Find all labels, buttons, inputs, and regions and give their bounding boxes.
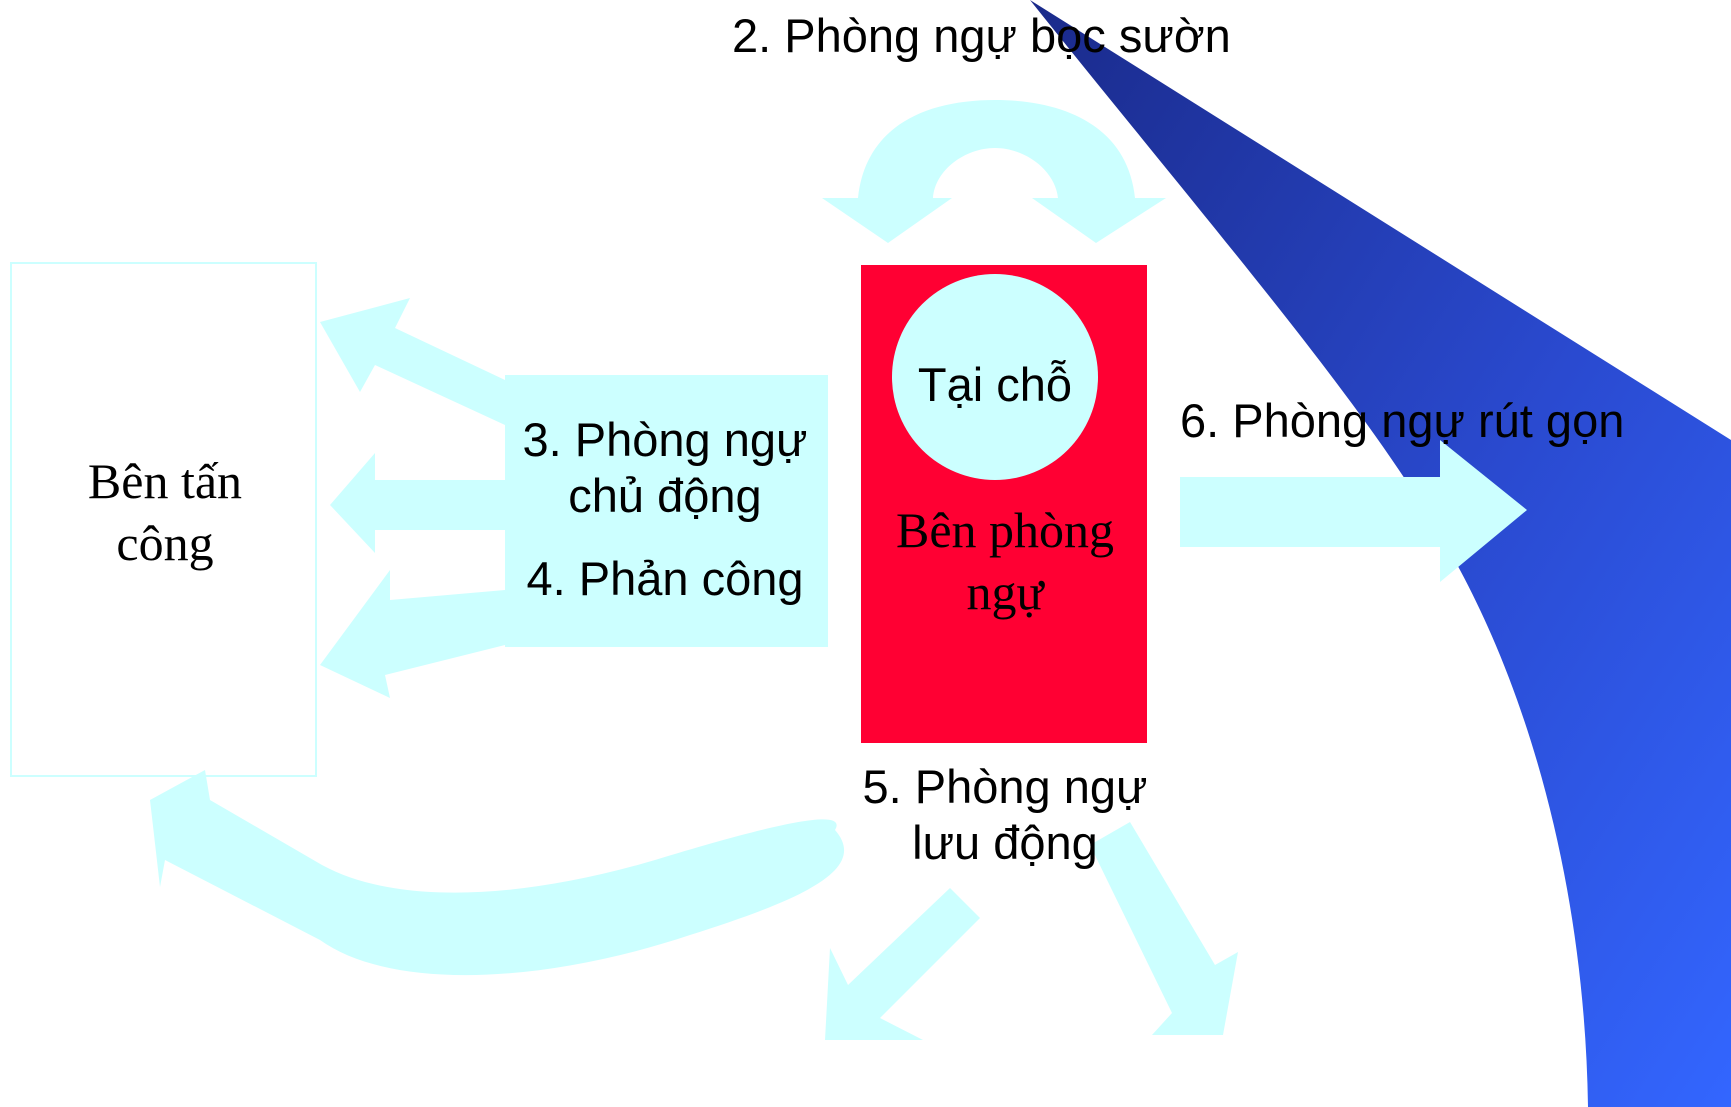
attacker-box [10,262,317,777]
active-defense-label-line2: chủ động [568,469,762,522]
decorative-blue-wave [1030,0,1731,1107]
active-defense-arrow-middle [330,453,505,553]
mobile-defense-label-line1: 5. Phòng ngự [862,760,1148,813]
mobile-defense-curved-arrow [150,770,845,976]
attacker-label-line2: công [116,515,214,571]
active-defense-arrow-upper [320,298,505,425]
defender-label-line2: ngự [966,564,1044,620]
flank-arrow [822,100,1166,243]
attacker-label: Bên tấn công [40,450,290,574]
mobile-defense-label-line2: lưu động [912,816,1098,869]
in-place-label: Tại chỗ [917,358,1073,411]
active-defense-label-line1: 3. Phòng ngự [522,413,808,466]
contracted-defense-label: 6. Phòng ngự rút gọn [1180,394,1625,447]
mobile-defense-arrow-down-left [825,888,980,1040]
in-place-circle [892,274,1098,480]
defender-label-line1: Bên phòng [895,502,1115,558]
mobile-defense-arrow-down-right [1090,822,1238,1035]
contracted-defense-arrow [1180,440,1527,582]
active-defense-block [505,375,828,647]
attacker-label-line1: Bên tấn [87,453,243,509]
defender-label: Bên phòng ngự [870,499,1140,623]
active-defense-label: 3. Phòng ngự chủ động [505,412,825,524]
counterattack-arrow [320,570,505,698]
flank-defense-label: 2. Phòng ngự bọc sườn [732,9,1231,62]
mobile-defense-label: 5. Phòng ngự lưu động [855,759,1155,871]
counterattack-label: 4. Phản công [526,552,804,605]
